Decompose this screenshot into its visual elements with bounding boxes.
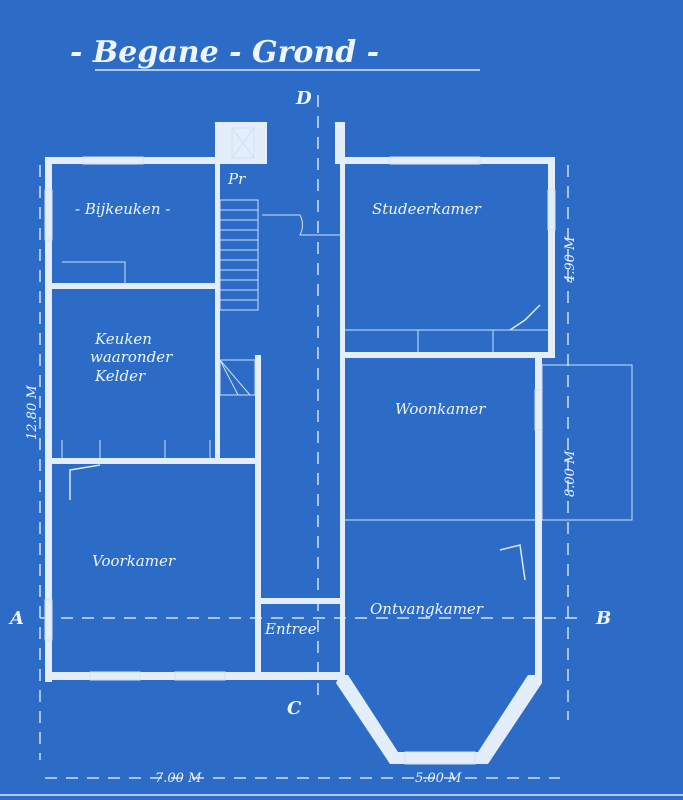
plan-title: - Begane - Grond -	[70, 35, 379, 70]
bay-window	[336, 675, 542, 764]
room-label-voorkamer: Voorkamer	[92, 552, 176, 570]
room-label-bijkeuken: - Bijkeuken -	[75, 200, 170, 218]
section-mark-top: D	[295, 88, 312, 109]
room-label-woonkamer: Woonkamer	[395, 400, 486, 418]
dimension-depth-right-lower: 8.00 M	[563, 450, 578, 497]
room-label-entree: Entree	[264, 620, 317, 638]
section-mark-right: B	[595, 608, 611, 629]
section-mark-left: A	[8, 608, 24, 629]
room-label-keuken: Keuken	[94, 330, 152, 348]
dimension-depth-left: 12.80 M	[25, 385, 40, 440]
walls	[45, 122, 555, 682]
room-details	[61, 214, 633, 581]
room-label-portaal: Pr	[227, 170, 246, 188]
room-label-ontvangkamer: Ontvangkamer	[370, 600, 484, 618]
dimension-width-left: 7.00 M	[155, 771, 202, 786]
dimension-depth-right-upper: 4.90 M	[563, 236, 578, 284]
staircase	[219, 127, 259, 396]
windows	[44, 156, 556, 765]
room-label-keuken-waaronder: waaronder	[90, 348, 173, 366]
room-label-studeerkamer: Studeerkamer	[372, 200, 482, 218]
room-label-kelder: Kelder	[94, 367, 146, 385]
dimension-width-bay: 5.00 M	[415, 771, 462, 786]
section-mark-bottom: C	[287, 698, 302, 719]
